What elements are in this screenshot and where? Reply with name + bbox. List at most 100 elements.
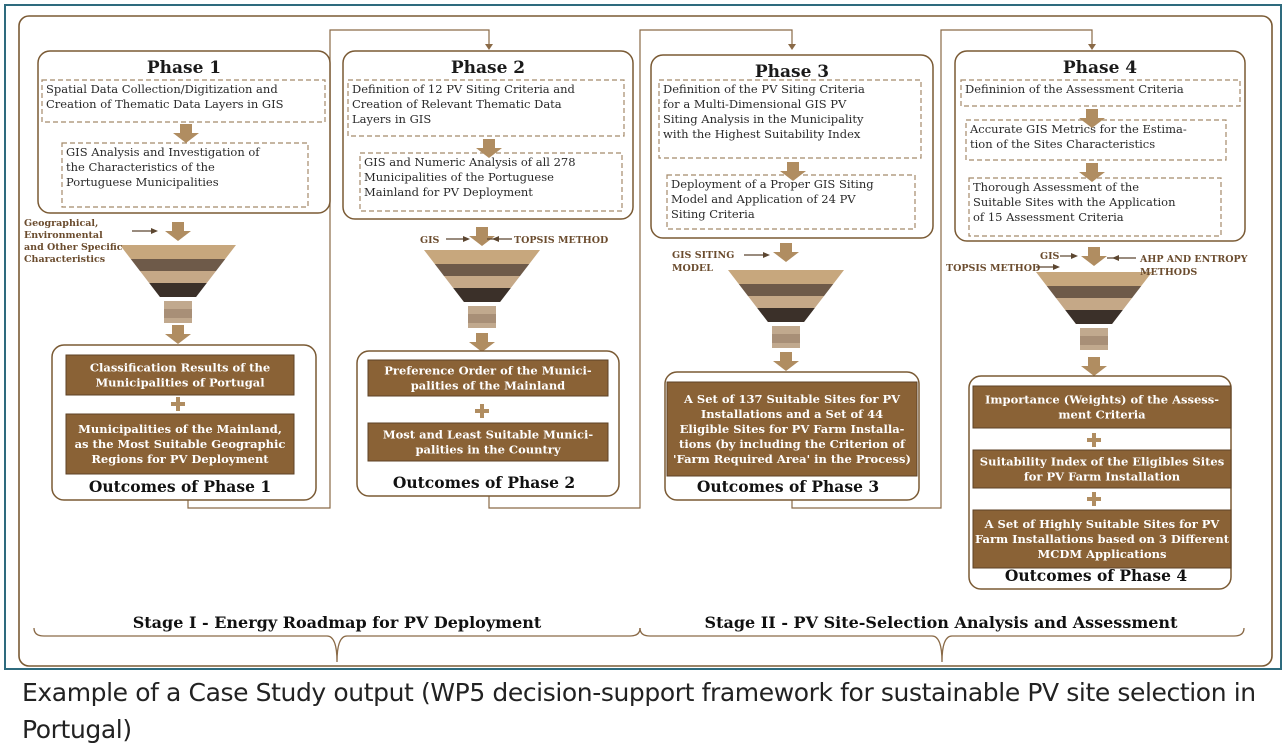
phase-4-step-text-line: tion of the Sites Characteristics	[970, 137, 1155, 151]
phase-1-step-text-line: Portuguese Municipalities	[66, 175, 219, 189]
phase-1-funnel-spout	[164, 309, 192, 318]
phase-2-step-text-line: Definition of 12 PV Siting Criteria and	[352, 82, 576, 96]
outcome-text-line: Classification Results of the	[90, 361, 270, 375]
plus-icon	[171, 397, 185, 411]
outcome-box	[972, 509, 1232, 569]
outcome-text-line: Regions for PV Deployment	[91, 452, 269, 466]
phase-4-step-text: Defininion of the Assessment Criteria	[965, 82, 1184, 96]
phase-4-outcomes-title: Outcomes of Phase 4	[1005, 566, 1187, 585]
funnel-input-arrow-shaft	[780, 243, 792, 252]
phase-4-step	[968, 177, 1222, 237]
outcome-text-line: Farm Installations based on 3 Different	[975, 532, 1230, 546]
funnel-input-arrow	[165, 222, 191, 241]
step-arrow-head	[1079, 172, 1105, 182]
funnel-output-arrow	[165, 325, 191, 344]
outcome-text-line: Installations and a Set of 44	[701, 407, 883, 421]
stage-2-label: Stage II - PV Site-Selection Analysis an…	[705, 613, 1179, 632]
phase-4-input-arrow-head	[1071, 253, 1078, 259]
phase-2-funnel-spout	[468, 314, 496, 323]
phase-3-funnel-spout	[772, 343, 800, 348]
phase-4-funnel	[1036, 272, 1152, 350]
outcome-text: Preference Order of the Munici-palities …	[384, 364, 592, 393]
funnel-input-arrow-shaft	[172, 222, 184, 231]
phase-4-input-arrow-head	[1053, 264, 1060, 270]
phase-2-funnel-layer	[443, 276, 521, 288]
phase-1-input-label-line: Environmental	[24, 230, 103, 241]
step-arrow-head	[173, 133, 199, 143]
outcome-text: Classification Results of theMunicipalit…	[90, 361, 270, 390]
phase-4-funnel-spout	[1080, 336, 1108, 345]
funnel-input-arrow	[773, 243, 799, 262]
phase-2-input-label: TOPSIS METHOD	[514, 235, 608, 246]
step-arrow-head	[780, 171, 806, 181]
outcome-box	[367, 359, 609, 397]
outcome-box	[666, 381, 918, 477]
phase-1-funnel-layer	[130, 259, 226, 271]
phase-3-funnel-spout	[772, 326, 800, 334]
outcome-text: A Set of Highly Suitable Sites for PVFar…	[975, 517, 1230, 561]
step-arrow-head	[1079, 118, 1105, 128]
phase-1-outcomes-title: Outcomes of Phase 1	[89, 477, 271, 496]
funnel-output-arrow	[469, 333, 495, 352]
phase-3-funnel-spout	[772, 334, 800, 343]
outcome-text-line: 'Farm Required Area' in the Process)	[673, 452, 911, 466]
outcome-box	[65, 354, 295, 396]
phase-4-funnel-layer	[1065, 310, 1123, 324]
step-arrow	[1079, 163, 1105, 182]
phase-2-funnel-layer	[424, 250, 540, 264]
funnel-output-arrow-shaft	[172, 325, 184, 334]
stage-2-brace	[639, 627, 1245, 663]
phase-4-funnel-spout	[1080, 328, 1108, 336]
outcome-text: Importance (Weights) of the Assess-ment …	[985, 393, 1219, 422]
outcome-text-line: Eligible Sites for PV Farm Installa-	[680, 422, 905, 436]
phase-2-input-arrow-head	[492, 236, 499, 242]
phase-3-input-arrow	[744, 252, 770, 258]
phase-3-step	[666, 174, 916, 230]
step-arrow-shaft	[180, 124, 192, 133]
step-arrow	[780, 162, 806, 181]
phase-4-step-text-line: Accurate GIS Metrics for the Estima-	[969, 122, 1187, 136]
phase-3-step-text-line: with the Highest Suitability Index	[663, 127, 861, 141]
phase-2-step-text: Definition of 12 PV Siting Criteria andC…	[352, 82, 576, 126]
phase-3-step-text: Definition of the PV Siting Criteriafor …	[663, 82, 865, 141]
funnel-input-arrow-head	[773, 252, 799, 262]
inner-border	[18, 15, 1273, 667]
phase-1-funnel-spout	[164, 318, 192, 323]
phase-1-step-text-line: Creation of Thematic Data Layers in GIS	[46, 97, 284, 111]
funnel-output-arrow-shaft	[476, 333, 488, 342]
phase-4-input-arrow	[1060, 253, 1078, 259]
figure-caption: Example of a Case Study output (WP5 deci…	[22, 678, 1256, 744]
phase-3-step-text-line: Model and Application of 24 PV	[671, 192, 856, 206]
phase-2-outcomes-title: Outcomes of Phase 2	[393, 473, 575, 492]
phase-3-input-arrow-head	[763, 252, 770, 258]
funnel-output-arrow-head	[165, 334, 191, 344]
funnel-input-arrow-shaft	[1088, 247, 1100, 256]
phase-1-step-text-line: the Characteristics of the	[66, 160, 215, 174]
funnel-output-arrow	[1081, 357, 1107, 376]
funnel-output-arrow-head	[1081, 366, 1107, 376]
outcome-text-line: for PV Farm Installation	[1024, 470, 1181, 484]
phase-3-input-label-line: MODEL	[672, 263, 713, 274]
outcome-text-line: Municipalities of Portugal	[95, 376, 265, 390]
step-arrow-shaft	[787, 162, 799, 171]
outcome-text: Municipalities of the Mainland,as the Mo…	[75, 422, 286, 466]
outcome-text-line: MCDM Applications	[1038, 547, 1167, 561]
phase-4-funnel-layer	[1036, 272, 1152, 286]
phase-3-step-text-line: Deployment of a Proper GIS Siting	[671, 177, 874, 191]
phase-connector	[791, 29, 1093, 509]
outcome-text-line: ment Criteria	[1058, 408, 1146, 422]
plus-icon	[475, 404, 489, 418]
funnel-input-arrow	[1081, 247, 1107, 266]
phase-4-input-label-line: AHP AND ENTROPY	[1139, 254, 1248, 265]
plus-icon	[1087, 492, 1101, 506]
phase-4-step-text-line: Defininion of the Assessment Criteria	[965, 82, 1184, 96]
phase-2-title: Phase 2	[451, 58, 525, 78]
phase-2-funnel	[424, 250, 540, 328]
phase-4-step-text: Accurate GIS Metrics for the Estima-tion…	[969, 122, 1187, 151]
funnel-output-arrow-shaft	[780, 352, 792, 361]
